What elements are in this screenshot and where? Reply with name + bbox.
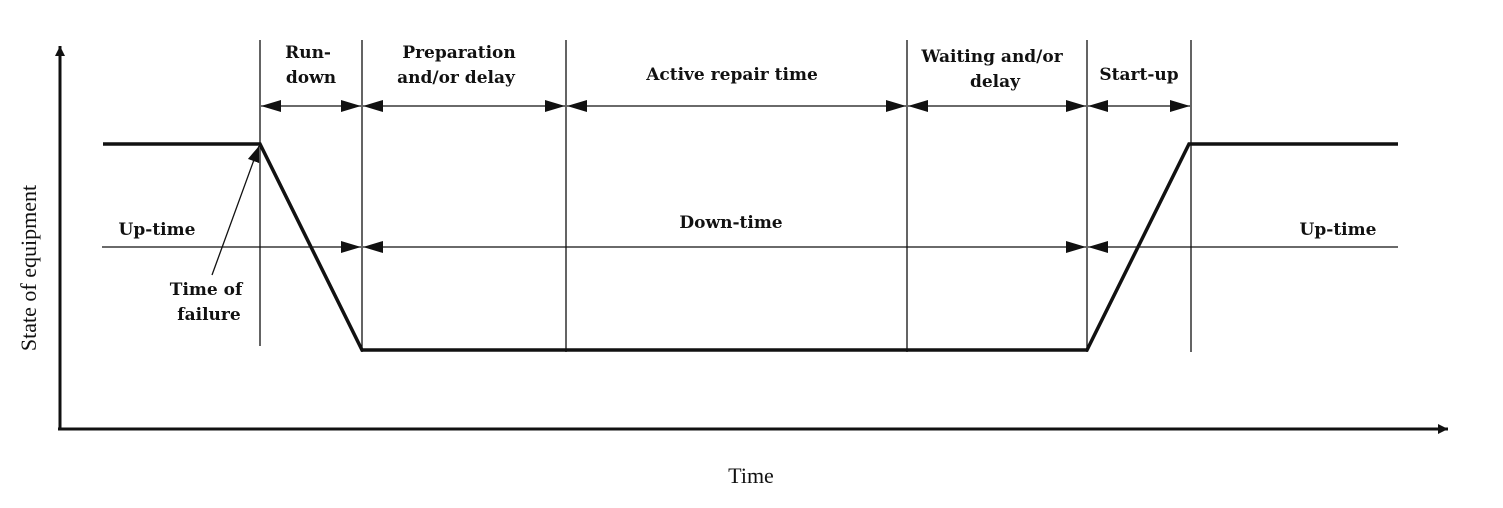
waiting-label: Waiting and/or delay [920, 47, 1068, 92]
time-of-failure-label: Time of failure [170, 280, 248, 325]
waiting-label-line2: delay [970, 72, 1021, 92]
time-of-failure-pointer [211, 145, 260, 276]
x-axis-title: Time [728, 463, 774, 488]
phase-boundaries [259, 40, 1192, 352]
equipment-state-line [103, 142, 1398, 352]
run-down-label-line2: down [286, 68, 336, 88]
run-down-label-line1: Run- [285, 43, 331, 63]
start-up-label: Start-up [1099, 65, 1178, 85]
up-time-left-label: Up-time [119, 220, 196, 240]
up-time-right-label: Up-time [1300, 220, 1377, 240]
time-of-failure-line1: Time of [170, 280, 244, 300]
preparation-label: Preparation and/or delay [397, 43, 522, 88]
y-axis-title: State of equipment [16, 185, 41, 351]
preparation-label-line2: and/or delay [397, 68, 516, 88]
active-repair-label: Active repair time [645, 65, 818, 85]
preparation-label-line1: Preparation [402, 43, 515, 63]
waiting-label-line1: Waiting and/or [920, 47, 1063, 67]
time-of-failure-line2: failure [177, 305, 241, 325]
run-down-label: Run- down [285, 43, 337, 88]
active-repair-label-line1: Active repair time [645, 65, 818, 85]
start-up-label-line1: Start-up [1099, 65, 1178, 85]
down-time-label: Down-time [679, 213, 782, 233]
